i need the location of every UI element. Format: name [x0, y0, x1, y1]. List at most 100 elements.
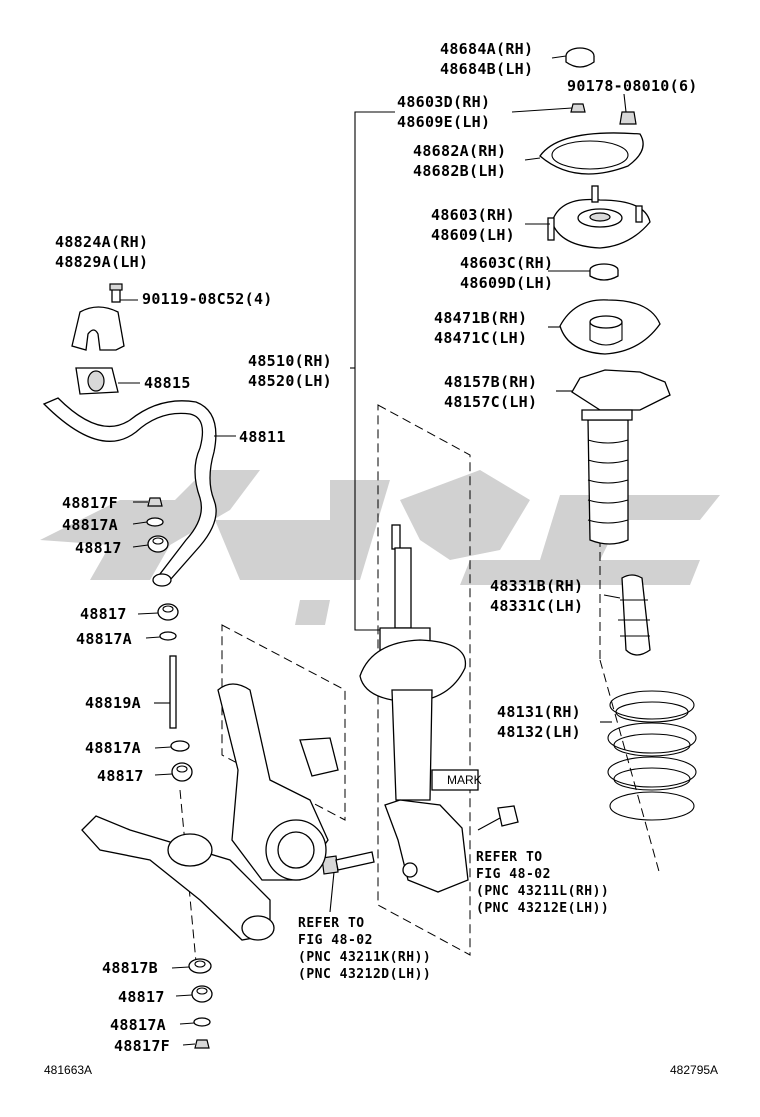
- strut-bracket-line: [354, 111, 395, 631]
- svg-text:48817A: 48817A: [110, 1016, 166, 1034]
- svg-text:48817: 48817: [75, 539, 122, 557]
- part-label-48603D: 48603D(RH) 48609E(LH): [397, 93, 490, 131]
- svg-text:REFER TO: REFER TO: [298, 916, 365, 931]
- svg-text:48817: 48817: [80, 605, 127, 623]
- svg-text:48817F: 48817F: [62, 494, 118, 512]
- upper-support: [547, 185, 651, 249]
- stabilizer-bushing: [75, 367, 119, 395]
- svg-text:48829A(LH): 48829A(LH): [55, 253, 148, 271]
- svg-text:48684A(RH): 48684A(RH): [440, 40, 533, 58]
- strut-group-outline: [377, 404, 471, 956]
- svg-text:48684B(LH): 48684B(LH): [440, 60, 533, 78]
- knuckle-group-outline: [221, 624, 346, 821]
- mount-nuts: [619, 111, 637, 125]
- svg-text:FIG 48-02: FIG 48-02: [476, 867, 551, 882]
- washer-48817A-top: [146, 517, 164, 527]
- refer-note-left: REFER TO FIG 48-02 (PNC 43211K(RH)) (PNC…: [298, 916, 431, 982]
- nut-48817F-top: [147, 497, 163, 507]
- part-label-48603C: 48603C(RH) 48609D(LH): [460, 254, 553, 292]
- mark-label: MARK: [447, 773, 482, 787]
- footer-code-left: 481663A: [44, 1063, 92, 1077]
- spring-guide-line-2: [599, 659, 661, 876]
- part-label-90119: 90119-08C52(4): [142, 290, 273, 308]
- part-label-48817A-3: 48817A: [85, 739, 141, 757]
- bushing-48817-2: [157, 603, 179, 621]
- svg-text:48819A: 48819A: [85, 694, 141, 712]
- svg-text:48817A: 48817A: [76, 630, 132, 648]
- part-label-48817A-4: 48817A: [110, 1016, 166, 1034]
- top-nut: [570, 103, 586, 113]
- svg-text:48603D(RH): 48603D(RH): [397, 93, 490, 111]
- spring-seat-upper: [559, 299, 661, 355]
- part-label-48817F-4: 48817F: [114, 1037, 170, 1055]
- strut-nut: [497, 805, 519, 827]
- svg-text:48331C(LH): 48331C(LH): [490, 597, 583, 615]
- svg-text:48603(RH): 48603(RH): [431, 206, 515, 224]
- coil-spring: [607, 690, 697, 821]
- part-label-48817A-top: 48817A: [62, 516, 118, 534]
- part-label-48817-3: 48817: [97, 767, 143, 785]
- svg-text:48817A: 48817A: [85, 739, 141, 757]
- svg-text:(PNC 43211K(RH)): (PNC 43211K(RH)): [298, 950, 431, 965]
- strut-bolt: [321, 851, 375, 875]
- svg-text:FIG 48-02: FIG 48-02: [298, 933, 373, 948]
- bushing-48817-3: [171, 762, 193, 782]
- part-label-48603: 48603(RH) 48609(LH): [431, 206, 515, 244]
- part-label-48815: 48815: [144, 374, 191, 392]
- svg-text:48471C(LH): 48471C(LH): [434, 329, 527, 347]
- bushing-48817-top: [147, 535, 169, 553]
- svg-text:(PNC 43212E(LH)): (PNC 43212E(LH)): [476, 901, 609, 916]
- part-label-48817-2: 48817: [80, 605, 127, 623]
- svg-text:48817: 48817: [118, 988, 165, 1006]
- svg-text:48817A: 48817A: [62, 516, 118, 534]
- svg-text:48132(LH): 48132(LH): [497, 723, 581, 741]
- nut-48817F-4: [194, 1039, 210, 1049]
- part-label-48331: 48331B(RH) 48331C(LH): [490, 577, 583, 615]
- bump-boot: [571, 369, 671, 545]
- bump-stopper: [618, 574, 651, 656]
- bushing-48817B: [188, 958, 212, 974]
- svg-text:48471B(RH): 48471B(RH): [434, 309, 527, 327]
- svg-text:48510(RH): 48510(RH): [248, 352, 332, 370]
- link-rod: [169, 655, 177, 729]
- lower-arm: [81, 815, 275, 941]
- svg-text:48817B: 48817B: [102, 959, 158, 977]
- svg-text:48609D(LH): 48609D(LH): [460, 274, 553, 292]
- upper-cap: [565, 47, 595, 68]
- part-label-48131: 48131(RH) 48132(LH): [497, 703, 581, 741]
- footer-code-right: 482795A: [670, 1063, 718, 1077]
- part-label-48684: 48684A(RH) 48684B(LH): [440, 40, 533, 78]
- part-label-90178: 90178-08010(6): [567, 77, 697, 95]
- refer-note-right: REFER TO FIG 48-02 (PNC 43211L(RH)) (PNC…: [476, 850, 609, 916]
- steering-knuckle: [217, 683, 339, 881]
- part-label-48471: 48471B(RH) 48471C(LH): [434, 309, 527, 347]
- dust-seal-plate: [539, 132, 644, 175]
- svg-text:(PNC 43212D(LH)): (PNC 43212D(LH)): [298, 967, 431, 982]
- svg-text:48815: 48815: [144, 374, 191, 392]
- spacer-ring: [589, 263, 619, 281]
- part-label-48817F-top: 48817F: [62, 494, 118, 512]
- washer-48817A-3: [170, 740, 190, 752]
- svg-text:48157C(LH): 48157C(LH): [444, 393, 537, 411]
- part-label-48817A-2: 48817A: [76, 630, 132, 648]
- svg-text:48520(LH): 48520(LH): [248, 372, 332, 390]
- part-label-48819A: 48819A: [85, 694, 141, 712]
- svg-text:48682B(LH): 48682B(LH): [413, 162, 506, 180]
- svg-text:48817F: 48817F: [114, 1037, 170, 1055]
- bushing-48817-4: [191, 985, 213, 1003]
- svg-text:48824A(RH): 48824A(RH): [55, 233, 148, 251]
- leader-lines: [118, 55, 627, 1046]
- svg-text:90119-08C52(4): 90119-08C52(4): [142, 290, 273, 308]
- washer-48817A-2: [159, 631, 177, 641]
- part-label-48510: 48510(RH) 48520(LH): [248, 352, 332, 390]
- svg-text:48811: 48811: [239, 428, 286, 446]
- part-label-48817-top: 48817: [75, 539, 122, 557]
- svg-text:(PNC 43211L(RH)): (PNC 43211L(RH)): [476, 884, 609, 899]
- shock-absorber: [359, 524, 479, 893]
- washer-48817A-4: [193, 1017, 211, 1027]
- part-label-48824: 48824A(RH) 48829A(LH): [55, 233, 148, 271]
- part-label-48682: 48682A(RH) 48682B(LH): [413, 142, 506, 180]
- svg-text:48609E(LH): 48609E(LH): [397, 113, 490, 131]
- part-label-48817B: 48817B: [102, 959, 158, 977]
